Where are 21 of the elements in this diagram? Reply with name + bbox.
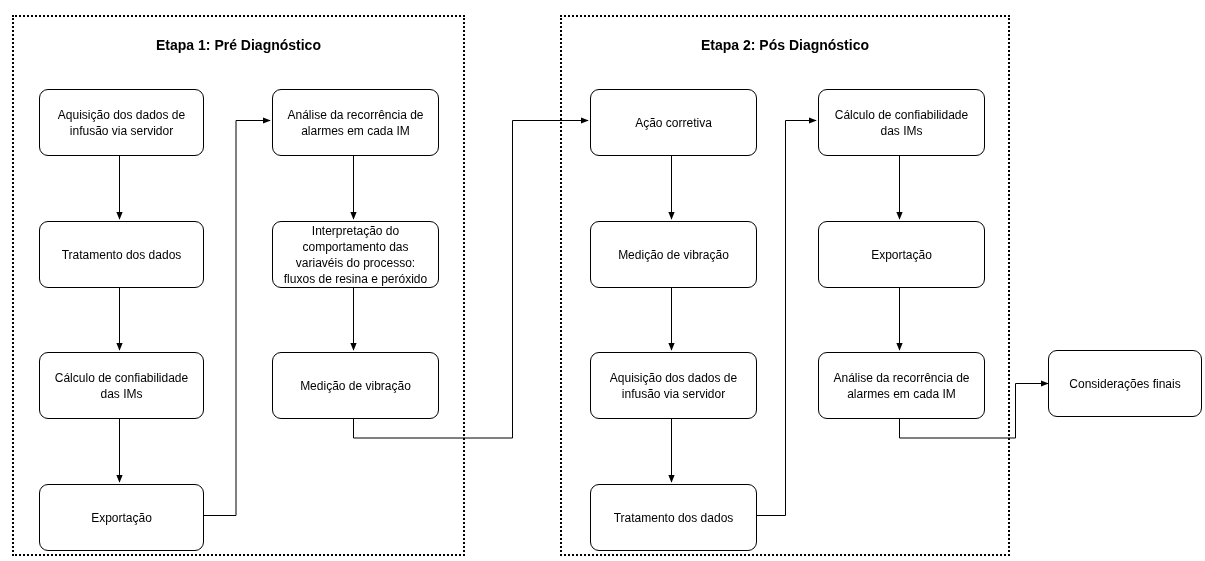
process-box: Exportação — [818, 221, 985, 288]
process-box: Medição de vibração — [590, 221, 757, 288]
stage-panel — [12, 15, 465, 556]
process-box: Análise da recorrência de alarmes em cada IM — [818, 352, 985, 419]
process-box: Interpretação do comportamento das variavéis do processo: fluxos de resina e peróxido — [272, 221, 439, 288]
process-box: Tratamento dos dados — [590, 484, 757, 551]
arrow — [353, 117, 589, 439]
process-box: Cálculo de confiabilidade das IMs — [818, 89, 985, 156]
process-box: Cálculo de confiabilidade das IMs — [39, 352, 204, 419]
process-box: Aquisição dos dados de infusão via servidor — [39, 89, 204, 156]
process-box: Ação corretiva — [590, 89, 757, 156]
process-box: Tratamento dos dados — [39, 221, 204, 288]
process-box: Considerações finais — [1048, 350, 1202, 417]
process-box: Análise da recorrência de alarmes em cada IM — [272, 89, 439, 156]
process-box: Aquisição dos dados de infusão via servidor — [590, 352, 757, 419]
stage-title: Etapa 1: Pré Diagnóstico — [156, 37, 321, 53]
process-box: Medição de vibração — [272, 352, 439, 419]
stage-panel — [560, 15, 1010, 556]
arrow — [899, 380, 1049, 439]
process-box: Exportação — [39, 484, 204, 551]
stage-title: Etapa 2: Pós Diagnóstico — [700, 37, 869, 53]
